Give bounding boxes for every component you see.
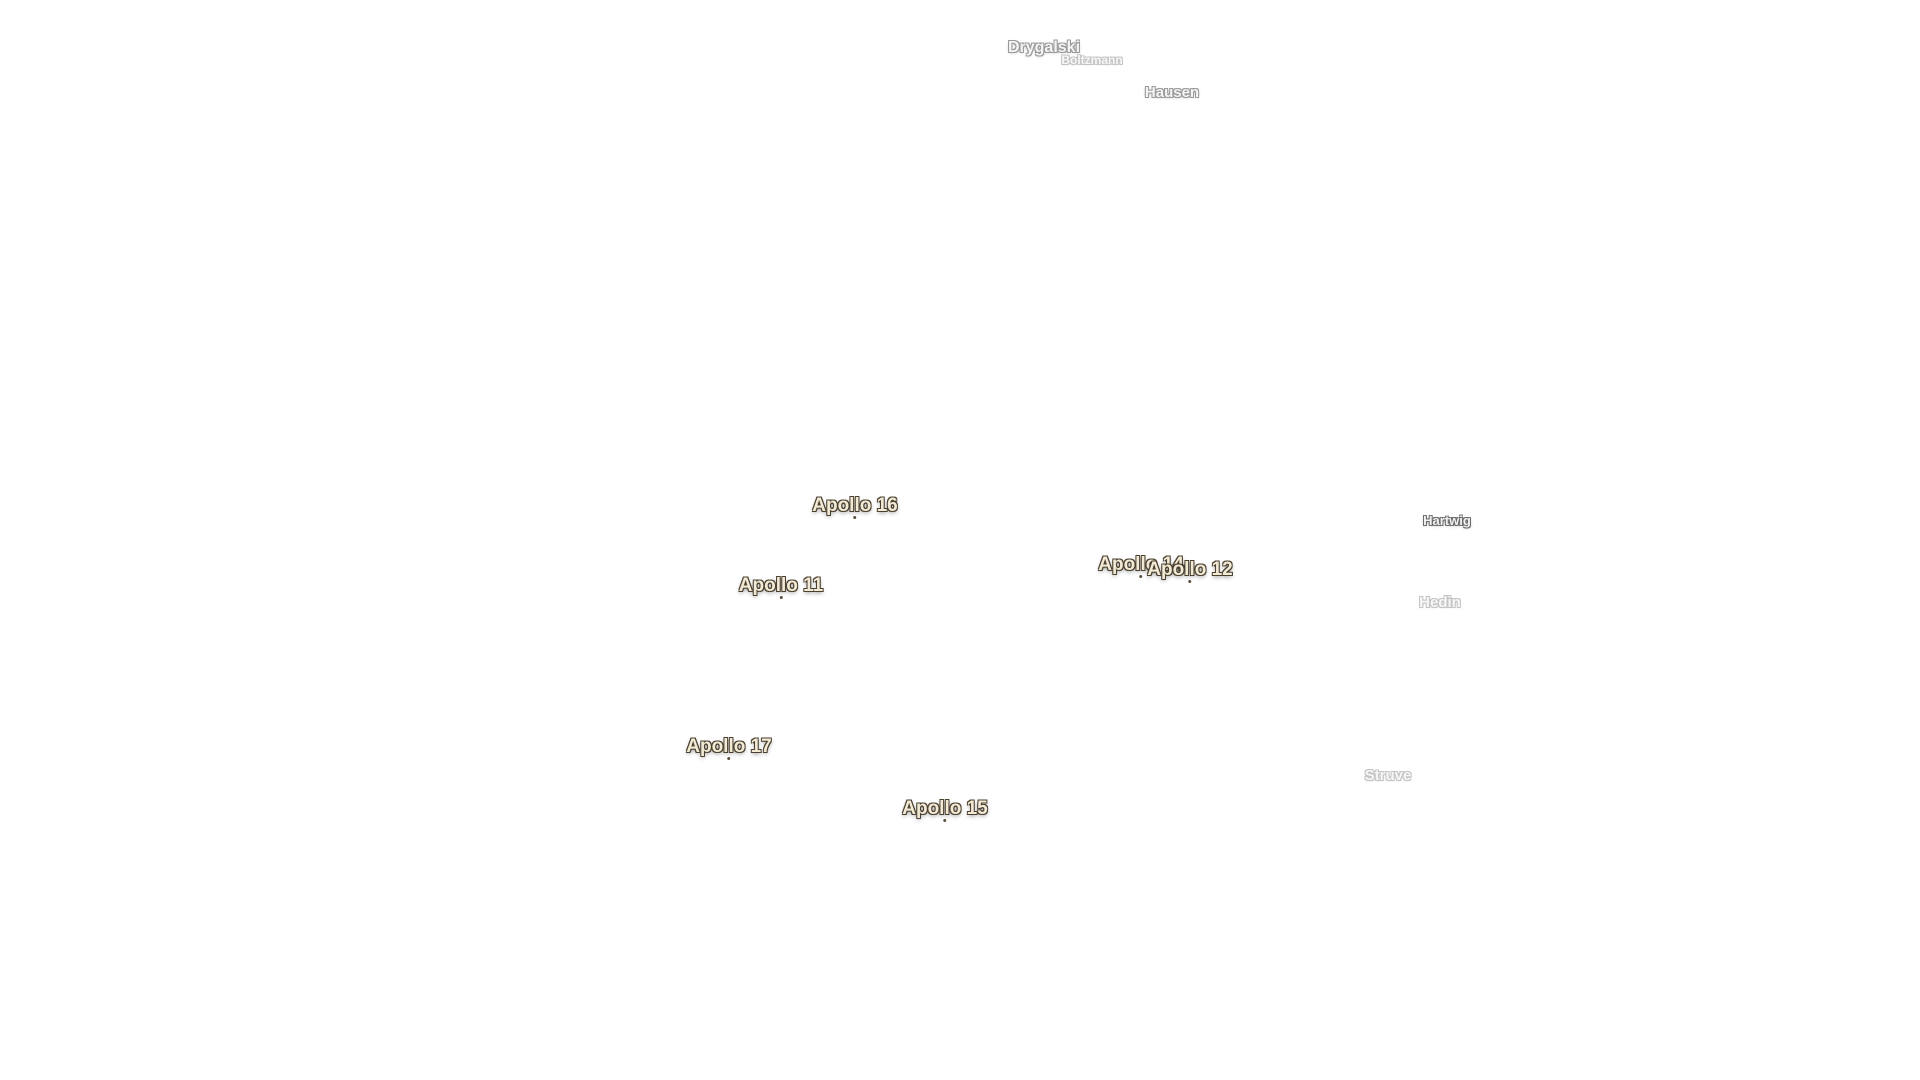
crater-marker-hausen[interactable]: Hausen xyxy=(1145,85,1199,100)
landing-site-label-apollo-15: Apollo 15 xyxy=(902,798,988,819)
landing-site-point-icon xyxy=(943,819,947,822)
landing-site-point-icon xyxy=(1188,580,1192,583)
crater-label-hedin: Hedin xyxy=(1419,594,1461,611)
crater-marker-hartwig[interactable]: Hartwig xyxy=(1423,514,1471,527)
landing-site-label-apollo-17: Apollo 17 xyxy=(686,736,772,757)
crater-marker-boltzmann[interactable]: Boltzmann xyxy=(1061,54,1122,66)
landing-site-apollo-14[interactable]: Apollo 14 xyxy=(1098,555,1184,578)
landing-site-apollo-15[interactable]: Apollo 15 xyxy=(902,799,988,822)
landing-site-apollo-11[interactable]: Apollo 11 xyxy=(739,576,823,599)
landing-site-apollo-17[interactable]: Apollo 17 xyxy=(686,737,772,760)
landing-site-label-apollo-14: Apollo 14 xyxy=(1098,554,1184,575)
crater-marker-hedin[interactable]: Hedin xyxy=(1419,595,1461,610)
crater-label-hartwig: Hartwig xyxy=(1423,513,1471,528)
landing-site-label-apollo-12: Apollo 12 xyxy=(1147,559,1233,580)
landing-site-apollo-16[interactable]: Apollo 16 xyxy=(812,496,898,519)
crater-marker-struve[interactable]: Struve xyxy=(1365,768,1412,783)
crater-label-struve: Struve xyxy=(1364,767,1412,784)
landing-site-point-icon xyxy=(779,596,783,599)
landing-site-point-icon xyxy=(1139,575,1143,578)
landing-site-label-apollo-11: Apollo 11 xyxy=(738,575,824,596)
landing-site-point-icon xyxy=(727,757,731,760)
landing-site-apollo-12[interactable]: Apollo 12 xyxy=(1147,560,1233,583)
crater-marker-drygalski[interactable]: Drygalski xyxy=(1008,40,1080,56)
crater-label-hausen: Hausen xyxy=(1144,84,1200,101)
crater-label-boltzmann: Boltzmann xyxy=(1061,53,1123,67)
landing-site-label-apollo-16: Apollo 16 xyxy=(812,495,898,516)
landing-site-point-icon xyxy=(853,516,857,519)
crater-label-drygalski: Drygalski xyxy=(1007,39,1081,56)
